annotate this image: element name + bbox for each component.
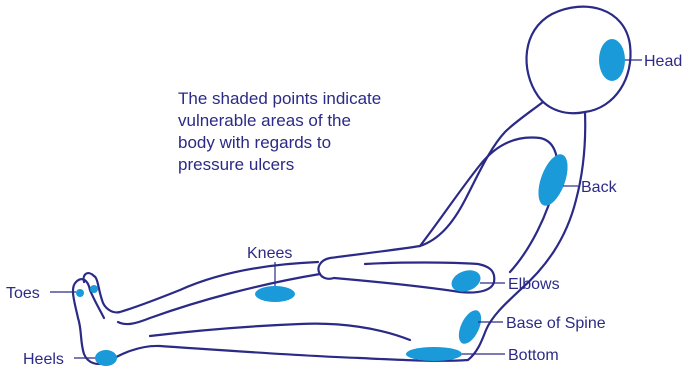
heels-pressure-point — [95, 350, 117, 366]
leg-bottom-outline — [73, 279, 360, 364]
back-label: Back — [581, 179, 618, 196]
toes-label: Toes — [6, 285, 40, 302]
knees-pressure-point — [255, 286, 295, 302]
arm-back-outline — [420, 138, 557, 272]
neck-outline — [420, 102, 543, 246]
bottom-label: Bottom — [508, 347, 559, 364]
bottom-pressure-point — [406, 347, 462, 361]
head-label: Head — [644, 53, 682, 70]
toes-pressure-point-2 — [90, 285, 98, 293]
knees-label: Knees — [247, 245, 292, 262]
heels-label: Heels — [23, 351, 64, 368]
elbows-label: Elbows — [508, 276, 560, 293]
back-pressure-point — [532, 151, 573, 210]
leg-middle-outline — [150, 324, 410, 340]
toes-pressure-point-1 — [76, 289, 84, 297]
head-pressure-point — [599, 39, 625, 81]
base-of-spine-label: Base of Spine — [506, 315, 606, 332]
